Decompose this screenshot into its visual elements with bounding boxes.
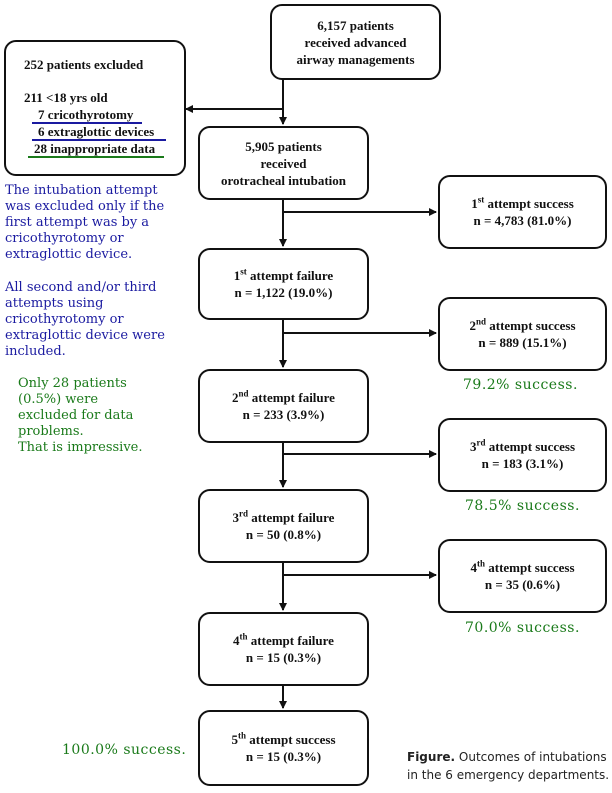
failure-box-1: 1st attempt failure n = 1,122 (19.0%) [198, 248, 369, 320]
note-data-problems: Only 28 patients (0.5%) were excluded fo… [18, 376, 143, 455]
success-rate-2: 79.2% success. [463, 377, 578, 393]
intubation-box: 5,905 patients received orotracheal intu… [198, 126, 369, 200]
success-5-label: 5th attempt success [231, 730, 336, 747]
note-exclusion-rule: The intubation attempt was excluded only… [5, 183, 165, 262]
failure-1-value: n = 1,122 (19.0%) [234, 285, 333, 300]
success-rate-3: 78.5% success. [465, 498, 580, 514]
success-rate-4: 70.0% success. [465, 620, 580, 636]
intubation-line1: 5,905 patients [245, 138, 322, 154]
excluded-item-cricothyrotomy: 7 cricothyrotomy [38, 107, 134, 122]
success-box-2: 2nd attempt success n = 889 (15.1%) [438, 297, 607, 371]
note-inclusion-rule: All second and/or third attempts using c… [5, 280, 165, 359]
success-box-1: 1st attempt success n = 4,783 (81.0%) [438, 175, 607, 249]
figure-label: Figure. [407, 750, 456, 764]
total-patients-line3: airway managements [296, 51, 415, 67]
success-5-value: n = 15 (0.3%) [245, 749, 322, 764]
failure-2-value: n = 233 (3.9%) [242, 407, 325, 422]
success-2-label: 2nd attempt success [469, 316, 576, 333]
failure-box-2: 2nd attempt failure n = 233 (3.9%) [198, 369, 369, 443]
success-3-value: n = 183 (3.1%) [481, 456, 564, 471]
success-2-value: n = 889 (15.1%) [478, 335, 567, 350]
underline-extraglottic [32, 139, 166, 141]
excluded-box: 252 patients excluded 211 <18 yrs old 7 … [4, 40, 186, 176]
excluded-item-under18: 211 <18 yrs old [24, 90, 108, 105]
failure-4-label: 4th attempt failure [233, 631, 334, 648]
success-4-value: n = 35 (0.6%) [484, 577, 561, 592]
failure-box-4: 4th attempt failure n = 15 (0.3%) [198, 612, 369, 686]
underline-cricothyrotomy [32, 122, 142, 124]
failure-box-3: 3rd attempt failure n = 50 (0.8%) [198, 489, 369, 563]
figure-caption: Figure. Outcomes of intubations in the 6… [407, 748, 611, 784]
caption-line2: in the 6 emergency departments. [407, 768, 610, 782]
intubation-line2: received [260, 155, 307, 171]
success-3-label: 3rd attempt success [469, 437, 576, 454]
total-patients-box: 6,157 patients received advanced airway … [270, 4, 441, 80]
failure-3-value: n = 50 (0.8%) [245, 527, 322, 542]
total-patients-line1: 6,157 patients [317, 17, 394, 33]
success-box-4: 4th attempt success n = 35 (0.6%) [438, 539, 607, 613]
success-rate-5: 100.0% success. [62, 742, 187, 758]
caption-line1: Outcomes of intubations [458, 750, 607, 764]
success-box-5: 5th attempt success n = 15 (0.3%) [198, 710, 369, 786]
success-1-value: n = 4,783 (81.0%) [473, 213, 572, 228]
success-4-label: 4th attempt success [470, 558, 575, 575]
failure-1-label: 1st attempt failure [233, 266, 334, 283]
excluded-item-extraglottic: 6 extraglottic devices [38, 124, 155, 139]
success-1-label: 1st attempt success [471, 194, 574, 211]
success-box-3: 3rd attempt success n = 183 (3.1%) [438, 418, 607, 492]
intubation-line3: orotracheal intubation [220, 172, 347, 188]
excluded-item-inappropriate-data: 28 inappropriate data [34, 141, 156, 156]
failure-4-value: n = 15 (0.3%) [245, 650, 322, 665]
failure-3-label: 3rd attempt failure [232, 508, 335, 525]
failure-2-label: 2nd attempt failure [232, 388, 335, 405]
underline-inappropriate-data [28, 156, 164, 158]
total-patients-line2: received advanced [304, 34, 407, 50]
excluded-title: 252 patients excluded [24, 57, 144, 72]
